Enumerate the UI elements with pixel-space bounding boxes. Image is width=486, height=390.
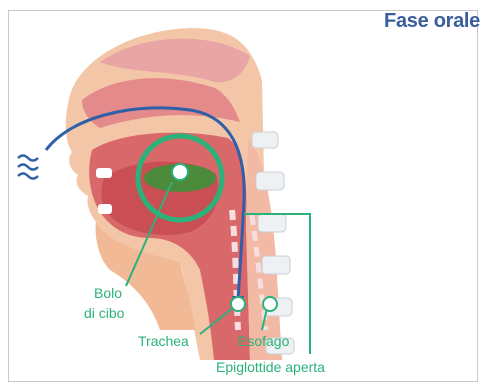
trachea-label: Trachea — [138, 333, 189, 349]
bolus-marker — [172, 164, 188, 180]
esophagus-label: Esofago — [238, 333, 290, 349]
airflow-waves-icon — [18, 156, 38, 179]
esophagus-marker — [263, 297, 277, 311]
bolus-label-line1: Bolo — [94, 285, 122, 301]
bolus-label-line2: di cibo — [84, 305, 125, 321]
trachea-marker — [231, 297, 245, 311]
epiglottis-label: Epiglottide aperta — [216, 359, 325, 375]
lower-teeth — [98, 204, 112, 214]
upper-teeth — [96, 168, 112, 178]
